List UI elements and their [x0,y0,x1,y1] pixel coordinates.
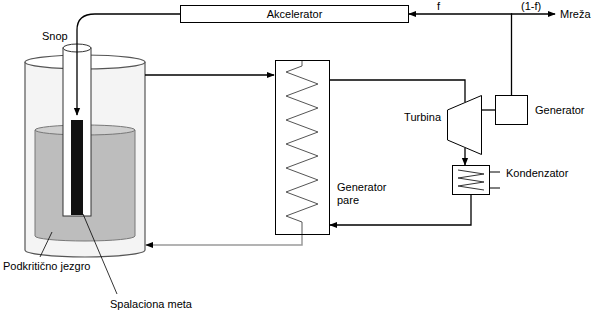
turbine-shape: Turbina [447,95,482,155]
condenser-box: Kondenzator [452,165,490,195]
pipe-connector [464,148,465,165]
steam-generator-box: Generator pare [275,60,330,235]
condenser-coil [458,170,484,190]
turbine-outline [447,95,482,155]
fraction-label: (1-f) [521,0,541,13]
pipe-connector [330,80,465,102]
turbine-outline [448,96,482,155]
node-label: Generator [535,104,585,117]
node-label: Generator pare [337,181,397,207]
pipe-connector [409,14,512,95]
node-label: Turbina [404,111,441,124]
edge-label: f [436,0,441,13]
beam-line [77,14,180,115]
steam-generator-coil [286,60,318,235]
node-label: Akcelerator [181,8,408,21]
hot-leg-pipe [145,74,274,75]
accelerator-box: Akcelerator [180,5,409,23]
core-label: Podkritično jezgro [3,260,90,273]
spallation-target [71,120,83,215]
leader-line [83,214,117,294]
leader-line [40,232,52,257]
node-label: Kondenzator [506,167,568,180]
coolant-pipe [490,188,500,189]
target-label: Spalaciona meta [110,298,192,311]
coolant-pipe [490,172,500,173]
grid-label: Mreža [560,8,591,21]
generator-box: Generator [495,95,528,125]
beam-label: Snop [42,30,68,43]
pipe-connector [482,109,495,110]
grid-line [511,13,555,14]
cold-leg-pipe [146,235,302,245]
